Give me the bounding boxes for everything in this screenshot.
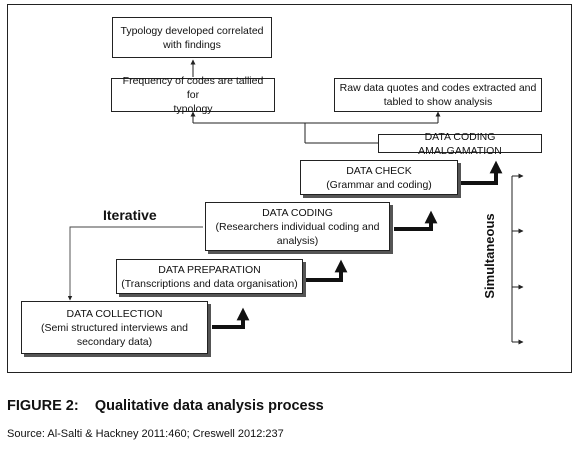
step-arrows (212, 160, 503, 329)
data-check-title: DATA CHECK (346, 164, 412, 177)
amalgamation-label: DATA CODING AMALGAMATION (418, 130, 502, 157)
typology-line-1: Typology developed correlated (120, 24, 264, 37)
typology-line-2: with findings (163, 38, 221, 51)
step-arrow-coding (394, 210, 438, 231)
figure-caption: FIGURE 2: Qualitative data analysis proc… (7, 398, 324, 414)
frequency-line-2: typology (173, 103, 213, 115)
data-coding-desc-2: analysis) (276, 234, 319, 247)
iterative-label: Iterative (103, 207, 157, 223)
iterative-feedback-line (67, 226, 203, 301)
data-collection-title: DATA COLLECTION (66, 307, 163, 320)
simultaneous-bracket (511, 173, 524, 345)
data-preparation-title: DATA PREPARATION (158, 263, 261, 276)
data-coding-box: DATA CODING (Researchers individual codi… (205, 202, 390, 251)
amalgamation-box: DATA CODING AMALGAMATION (378, 131, 542, 157)
step-arrow-check (460, 160, 503, 185)
data-collection-desc-2: secondary data) (76, 335, 153, 348)
data-preparation-box: DATA PREPARATION (Transcriptions and dat… (116, 259, 303, 294)
step-arrow-preparation (306, 259, 348, 282)
data-collection-box: DATA COLLECTION (Semi structured intervi… (21, 301, 208, 354)
data-check-box: DATA CHECK (Grammar and coding) (300, 160, 458, 195)
typology-box: Typology developed correlated with findi… (112, 17, 272, 58)
data-coding-title: DATA CODING (262, 206, 333, 219)
step-arrow-collection (212, 307, 250, 329)
figure-source: Source: Al-Salti & Hackney 2011:460; Cre… (7, 428, 284, 440)
data-check-desc: (Grammar and coding) (326, 178, 432, 191)
frequency-box: Frequency of codes are tallied for typol… (111, 75, 275, 115)
raw-data-box: Raw data quotes and codes extracted and … (334, 78, 542, 112)
frequency-line-1: Frequency of codes are tallied for (122, 75, 264, 101)
amalgamation-connector (190, 111, 441, 144)
data-collection-desc-1: (Semi structured interviews and (40, 321, 189, 334)
raw-data-line-2: tabled to show analysis (383, 96, 493, 108)
simultaneous-label: Simultaneous (482, 213, 497, 299)
data-coding-desc-1: (Researchers individual coding and (215, 220, 380, 233)
raw-data-line-1: Raw data quotes and codes extracted and (339, 82, 537, 94)
data-preparation-desc: (Transcriptions and data organisation) (121, 277, 298, 290)
